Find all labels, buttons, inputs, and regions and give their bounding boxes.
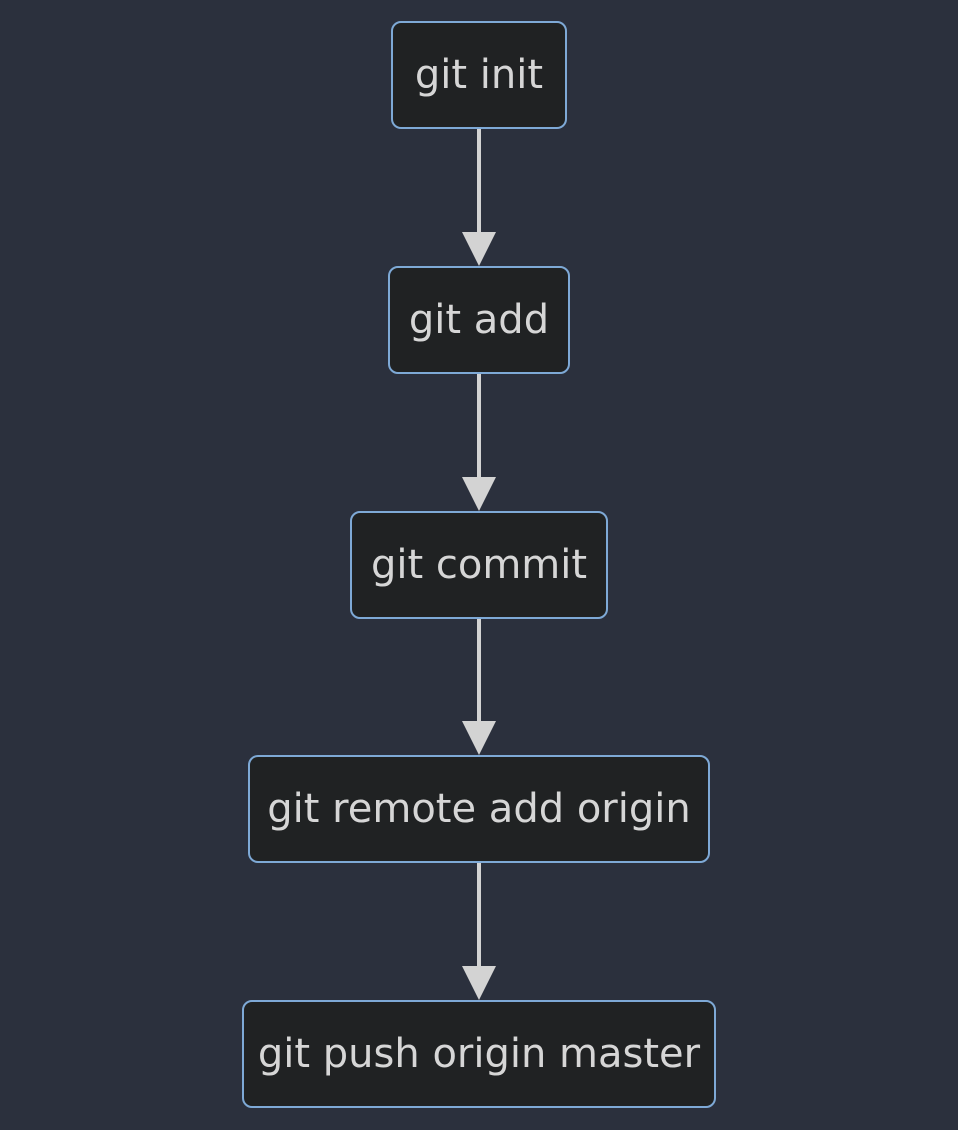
node-git-add: git add xyxy=(388,266,570,374)
edge-arrow-init-to-add xyxy=(462,129,496,266)
edge-arrow-commit-to-remote xyxy=(462,619,496,755)
node-label: git init xyxy=(414,52,544,98)
node-label: git commit xyxy=(370,542,588,588)
node-label: git add xyxy=(408,297,550,343)
arrowhead-icon xyxy=(462,477,496,511)
arrowhead-icon xyxy=(462,232,496,266)
arrowhead-icon xyxy=(462,721,496,755)
node-label: git push origin master xyxy=(257,1031,701,1077)
node-git-remote-add-origin: git remote add origin xyxy=(248,755,710,863)
node-git-push-origin-master: git push origin master xyxy=(242,1000,716,1108)
node-git-init: git init xyxy=(391,21,567,129)
node-label: git remote add origin xyxy=(267,786,691,832)
node-git-commit: git commit xyxy=(350,511,608,619)
arrowhead-icon xyxy=(462,966,496,1000)
edge-arrow-remote-to-push xyxy=(462,863,496,1000)
edge-arrow-add-to-commit xyxy=(462,374,496,511)
